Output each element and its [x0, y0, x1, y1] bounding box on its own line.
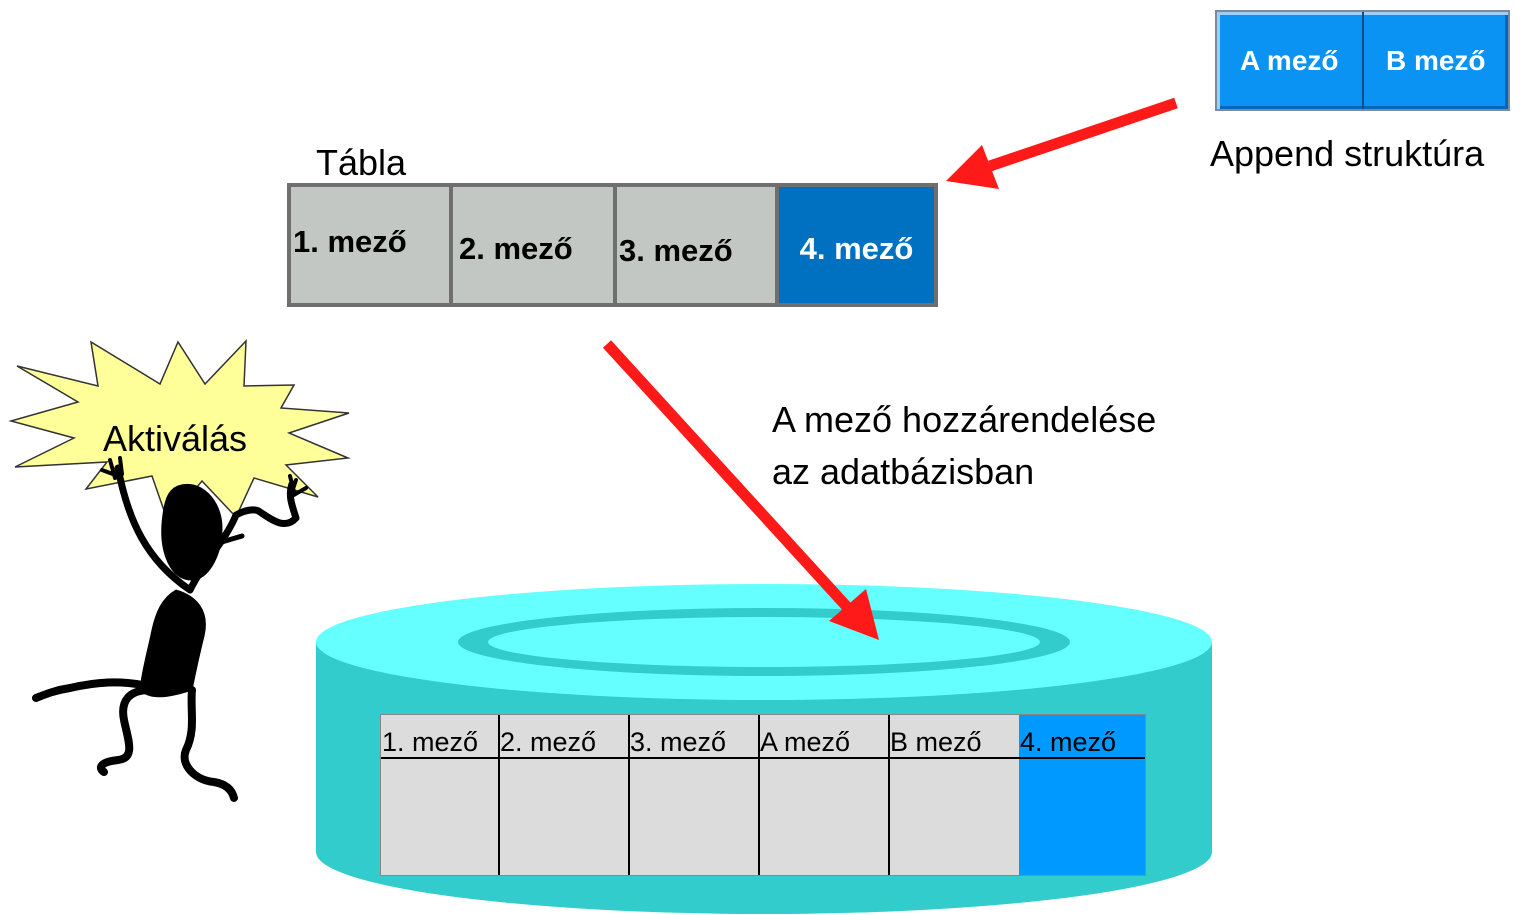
- assignment-label-line2: az adatbázisban: [772, 451, 1035, 492]
- db-column-1: 1. mező: [381, 715, 499, 875]
- append-field-a: A mező: [1239, 44, 1339, 76]
- db-column-header: 1. mező: [381, 715, 499, 759]
- db-column-header: A mező: [759, 715, 889, 759]
- db-divider: [888, 715, 890, 875]
- assignment-label-line1: A mező hozzárendelése: [772, 399, 1157, 440]
- db-column-header: B mező: [889, 715, 1019, 759]
- append-field-b: B mező: [1361, 12, 1509, 109]
- starburst-icon: [8, 339, 351, 524]
- append-structure-caption: Append struktúra: [1210, 133, 1485, 174]
- table-field-1: 1. mező: [291, 187, 453, 303]
- table-field-4: 4. mező: [779, 187, 934, 303]
- assignment-label: A mező hozzárendelése az adatbázisban: [772, 394, 1156, 498]
- db-column-4: 4. mező: [1019, 715, 1145, 875]
- db-divider: [628, 715, 630, 875]
- db-column-b: B mező: [889, 715, 1019, 875]
- activation-label: Aktiválás: [103, 418, 248, 459]
- append-structure-box: A mező B mező: [1215, 10, 1510, 111]
- table-box: 1. mező 2. mező 3. mező 4. mező: [287, 183, 938, 307]
- table-caption: Tábla: [316, 142, 407, 183]
- db-column-a: A mező: [759, 715, 889, 875]
- db-column-header: 4. mező: [1019, 715, 1145, 759]
- db-column-3: 3. mező: [629, 715, 759, 875]
- table-field-2: 2. mező: [453, 187, 617, 303]
- append-arrow-icon: [946, 97, 1178, 189]
- db-column-header: 2. mező: [499, 715, 629, 759]
- stick-figure-icon: [32, 456, 308, 802]
- database-table: 1. mező 2. mező 3. mező A mező B mező 4.…: [380, 714, 1146, 876]
- table-field-3: 3. mező: [617, 187, 779, 303]
- db-column-2: 2. mező: [499, 715, 629, 875]
- db-divider: [498, 715, 500, 875]
- database-arrow-icon: [602, 340, 879, 640]
- db-column-header: 3. mező: [629, 715, 759, 759]
- db-divider: [758, 715, 760, 875]
